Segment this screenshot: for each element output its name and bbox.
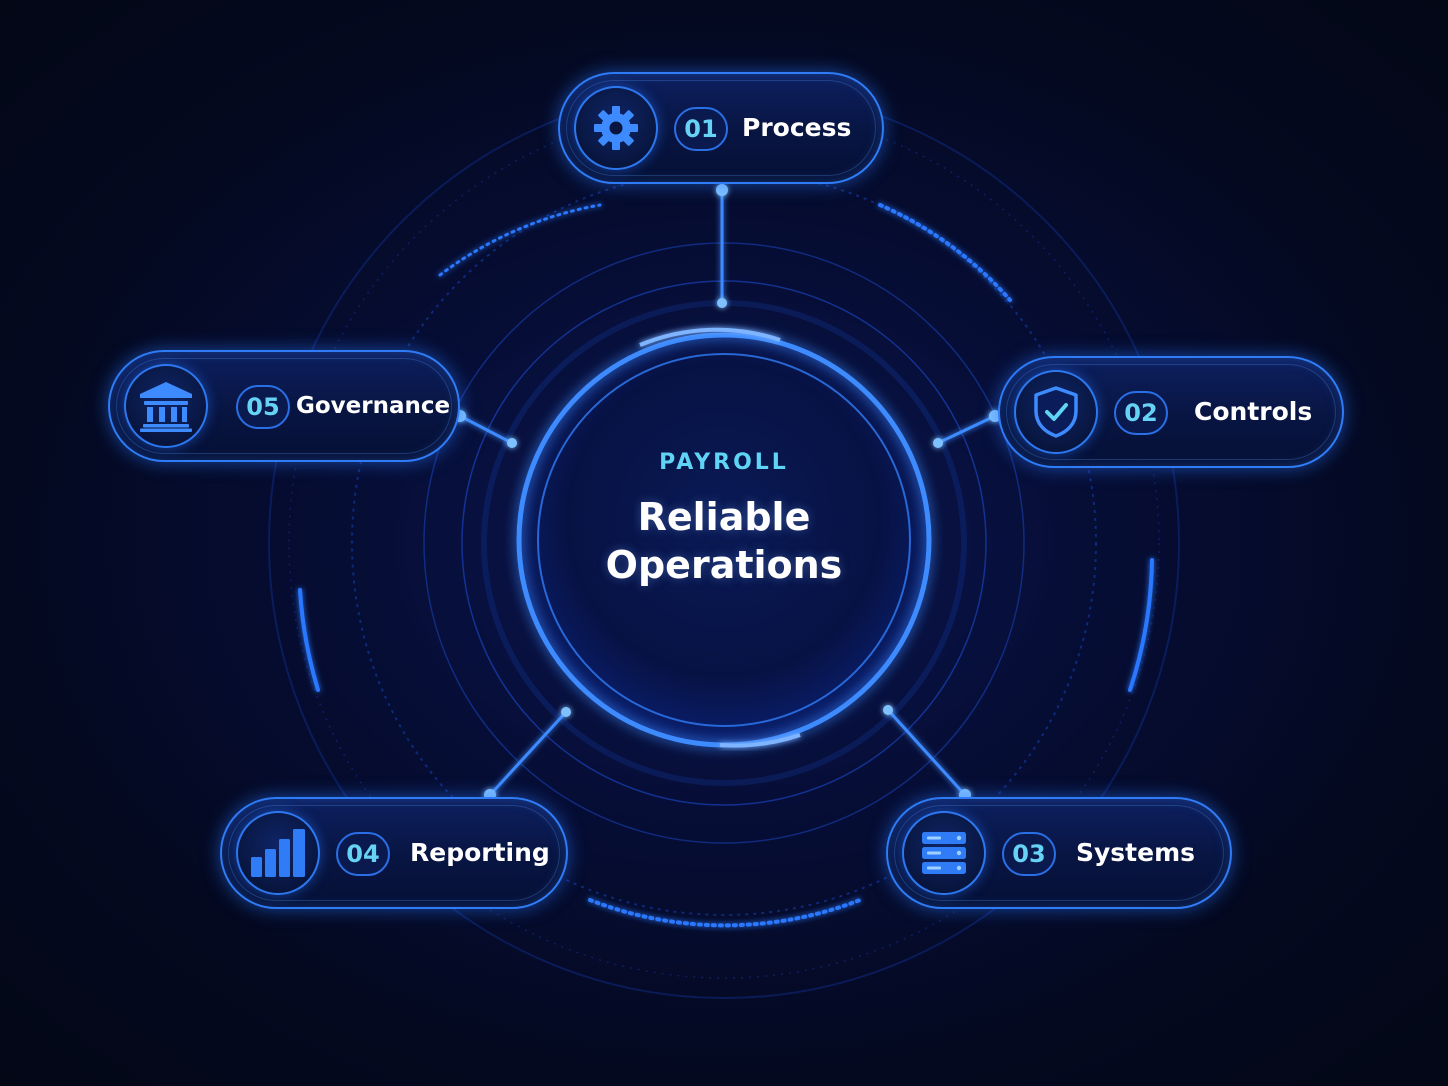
shield-check-icon (1014, 370, 1098, 454)
bar-chart-icon (236, 811, 320, 895)
node-number: 03 (1002, 832, 1056, 876)
gear-icon (574, 86, 658, 170)
connectors (459, 190, 996, 797)
core-title-line2: Operations (605, 543, 843, 587)
node-governance[interactable]: 05 Governance (108, 350, 460, 462)
node-number: 04 (336, 832, 390, 876)
node-label: Systems (1076, 838, 1196, 867)
node-number: 01 (674, 107, 728, 151)
node-number: 05 (236, 385, 290, 429)
node-label: Reporting (410, 838, 550, 867)
node-label: Process (742, 113, 852, 142)
core-eyebrow: PAYROLL (659, 450, 789, 475)
node-systems[interactable]: 03 Systems (886, 797, 1232, 909)
node-number: 02 (1114, 391, 1168, 435)
node-label: Governance (296, 393, 451, 419)
node-label: Controls (1194, 397, 1313, 426)
core-label: PAYROLL Reliable Operations (524, 450, 924, 589)
node-reporting[interactable]: 04 Reporting (220, 797, 568, 909)
node-process[interactable]: 01 Process (558, 72, 884, 184)
institution-icon (124, 364, 208, 448)
node-controls[interactable]: 02 Controls (998, 356, 1344, 468)
core-circle (516, 327, 932, 748)
server-stack-icon (902, 811, 986, 895)
arc-accents (298, 203, 1154, 928)
core-title-line1: Reliable (637, 495, 811, 539)
